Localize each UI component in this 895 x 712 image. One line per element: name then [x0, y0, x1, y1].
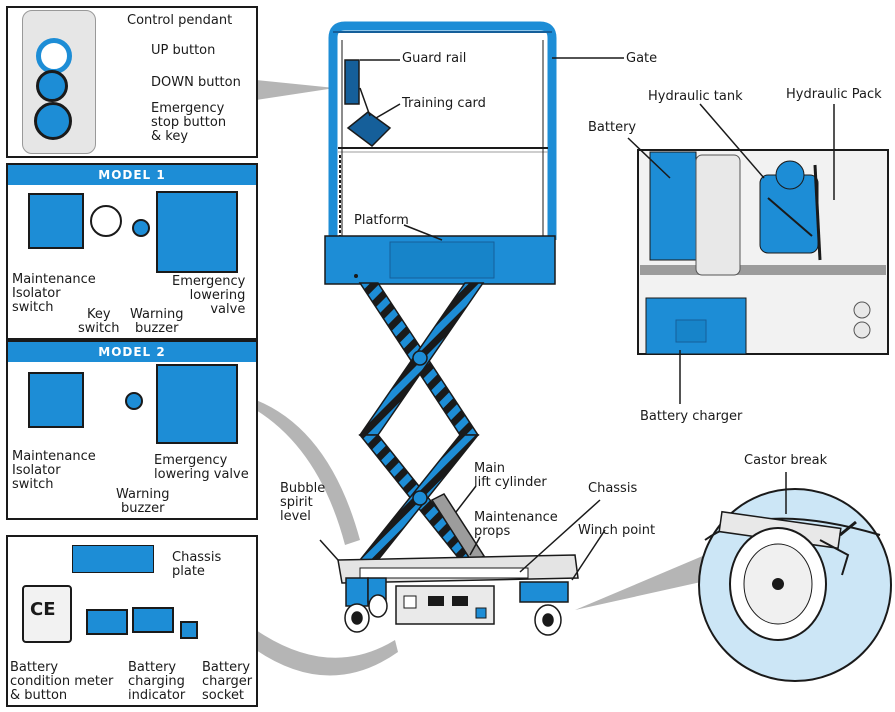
chassis-panel: CE Chassis plate Battery condition meter… [6, 535, 258, 707]
ce-mark: CE [30, 599, 56, 620]
up-button-label: UP button [151, 43, 216, 58]
indicator-label: Battery charging indicator [128, 660, 186, 703]
model2-valve-label: Emergency lowering valve [154, 453, 249, 482]
model1-buzzer-label: Warning buzzer [130, 307, 184, 336]
warning-buzzer-shape [132, 219, 150, 237]
ce-plate [22, 585, 72, 643]
guard-rail-label: Guard rail [402, 51, 467, 66]
estop-label: Emergency stop button & key [151, 101, 227, 144]
castor-break-label: Castor break [744, 453, 828, 468]
hydraulic-pack-label: Hydraulic Pack [786, 87, 882, 102]
castor-callout-wedge [575, 555, 710, 610]
wheels [344, 577, 569, 636]
control-pendant-panel: Control pendant UP button DOWN button Em… [6, 6, 258, 158]
meter-label: Battery condition meter & button [10, 660, 114, 703]
platform-label: Platform [354, 213, 409, 228]
maintenance-props-label: Maintenance props [474, 510, 558, 539]
model2-panel: MODEL 2 Maintenance Isolator switch Warn… [6, 340, 258, 520]
lowering-valve-shape [156, 364, 238, 444]
training-card-shape [346, 111, 392, 147]
model1-isolator-label: Maintenance Isolator switch [12, 272, 96, 315]
key-switch-shape [90, 205, 122, 237]
lowering-valve-shape [156, 191, 238, 273]
chassis-plate-label: Chassis plate [172, 550, 222, 579]
gate-label: Gate [626, 51, 658, 66]
charging-indicator-shape [132, 607, 174, 633]
lift-cylinder [430, 493, 486, 563]
chassis-label: Chassis [588, 481, 638, 496]
model-callout-wedge [256, 400, 360, 545]
down-button-label: DOWN button [151, 75, 241, 90]
bubble-level-label: Bubble spirit level [280, 481, 326, 524]
guard-rail-frame [328, 21, 557, 240]
model2-isolator-label: Maintenance Isolator switch [12, 449, 96, 492]
model1-valve-label: Emergency lowering valve [172, 274, 246, 317]
model1-panel: MODEL 1 Maintenance Isolator switch Key … [6, 163, 258, 340]
model2-heading: MODEL 2 [8, 342, 256, 362]
rail-handle [344, 59, 360, 105]
condition-meter-shape [86, 609, 128, 635]
model1-key-label: Key switch [78, 307, 120, 336]
warning-buzzer-shape [125, 392, 143, 410]
pendant-title: Control pendant [127, 13, 233, 28]
battery-label: Battery [588, 120, 637, 135]
battery-shape [649, 151, 697, 261]
battery-charger-label: Battery charger [640, 409, 743, 424]
winch-point-label: Winch point [578, 523, 656, 538]
pendant-callout-wedge [256, 80, 335, 100]
chassis-plate-shape [72, 545, 154, 573]
isolator-switch-shape [28, 193, 84, 249]
chassis-callout-wedge [256, 630, 398, 676]
main-lift-cylinder-label: Main lift cylinder [474, 461, 547, 490]
model2-buzzer-label: Warning buzzer [116, 487, 170, 516]
scissor-arms [358, 282, 485, 561]
hydraulic-tank-label: Hydraulic tank [648, 89, 743, 104]
socket-label: Battery charger socket [202, 660, 253, 703]
up-button-shape [36, 38, 72, 74]
down-button-shape [36, 70, 68, 102]
training-card-label: Training card [402, 96, 486, 111]
isolator-switch-shape [28, 372, 84, 428]
estop-button-shape [34, 102, 72, 140]
charger-socket-shape [180, 621, 198, 639]
model1-heading: MODEL 1 [8, 165, 256, 185]
